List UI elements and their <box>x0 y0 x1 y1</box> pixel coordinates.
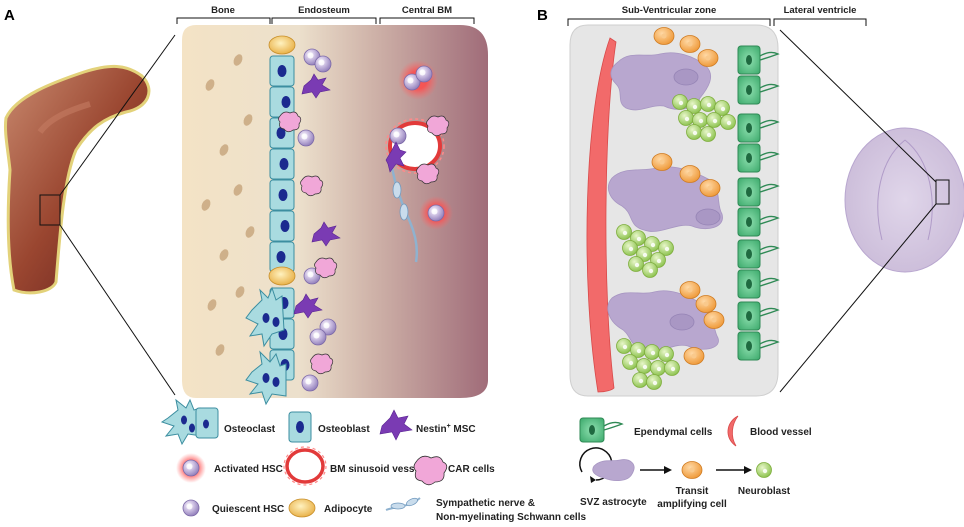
legend-nestin-msc-label: Nestin+ MSC <box>416 423 476 435</box>
panel-b-label: B <box>537 7 548 24</box>
arrowhead-2 <box>744 466 752 474</box>
arrowhead-1 <box>664 466 672 474</box>
panel-b-headers: Sub-Ventricular zone Lateral ventricle <box>567 5 867 26</box>
zoom-line-bottom <box>59 224 176 396</box>
header-lateral-ventricle: Lateral ventricle <box>784 5 857 16</box>
osteoclasts <box>245 286 287 406</box>
bm-sinusoid-vessel <box>385 118 445 174</box>
legend-svz-astrocyte-label: SVZ astrocyte <box>580 497 647 508</box>
legend-car-cell-icon <box>413 455 448 486</box>
legend-osteoblast-icon <box>288 411 312 443</box>
legend-ependymal-icon <box>579 417 624 443</box>
header-endosteum: Endosteum <box>298 5 350 16</box>
legend-osteoclast-icon <box>160 398 219 446</box>
legend-car-cells-label: CAR cells <box>448 464 495 475</box>
svz-astrocytes <box>607 52 723 352</box>
panel-a-headers: Bone Endosteum Central BM <box>176 5 475 24</box>
legend-neuroblast-label: Neuroblast <box>738 486 791 497</box>
femur-illustration <box>4 65 151 295</box>
panel-a-legend: Osteoclast Osteoblast Nestin+ MSC Activa… <box>160 398 586 523</box>
legend-bm-sinusoid-icon <box>283 446 327 486</box>
car-cells <box>278 111 450 375</box>
header-svz: Sub-Ventricular zone <box>622 5 717 16</box>
legend-astrocyte-icon <box>579 447 635 483</box>
legend-neuroblast-icon <box>756 462 772 478</box>
legend-quiescent-hsc-icon <box>182 499 200 517</box>
ependymal-column <box>737 45 780 361</box>
brain-zoom-line-bottom <box>779 203 937 393</box>
brain-zoom-box <box>935 179 950 205</box>
header-bone: Bone <box>211 5 235 16</box>
legend-transit-label-line1: Transit <box>676 486 709 497</box>
legend-ependymal-label: Ependymal cells <box>634 427 713 438</box>
svz-blood-vessel <box>586 37 617 393</box>
panel-a-label: A <box>4 7 15 24</box>
zoom-line-top <box>59 34 176 196</box>
brain-zoom-line-top <box>779 29 937 183</box>
legend-osteoclast-label: Osteoclast <box>224 424 276 435</box>
legend-transit-icon <box>681 461 703 479</box>
legend-bm-sinusoid-label: BM sinusoid vessel <box>330 464 423 475</box>
femur-zoom-box <box>39 194 61 226</box>
legend-nerve-icon <box>385 497 421 511</box>
legend-transit-label-line2: amplifying cell <box>657 499 727 510</box>
legend-quiescent-hsc-label: Quiescent HSC <box>212 504 284 515</box>
panel-b-legend: Ependymal cells Blood vessel SVZ astrocy… <box>579 415 812 510</box>
sympathetic-nerve <box>390 167 418 263</box>
legend-blood-vessel-label: Blood vessel <box>750 427 812 438</box>
activated-hsc-cells <box>398 60 453 230</box>
legend-adipocyte-icon <box>288 498 316 518</box>
legend-nerve-label-line2: Non-myelinating Schwann cells <box>436 512 586 523</box>
legend-osteoblast-label: Osteoblast <box>318 424 370 435</box>
legend-activated-hsc-icon <box>176 453 206 483</box>
legend-blood-vessel-icon <box>727 415 739 447</box>
adipocytes <box>268 35 296 286</box>
legend-nestin-msc-icon <box>379 409 413 441</box>
brain-section-illustration <box>844 127 964 273</box>
legend-nerve-label-line1: Sympathetic nerve & <box>436 498 535 509</box>
legend-activated-hsc-label: Activated HSC <box>214 464 283 475</box>
legend-adipocyte-label: Adipocyte <box>324 504 373 515</box>
nestin-msc-cells <box>293 73 407 319</box>
header-central-bm: Central BM <box>402 5 452 16</box>
